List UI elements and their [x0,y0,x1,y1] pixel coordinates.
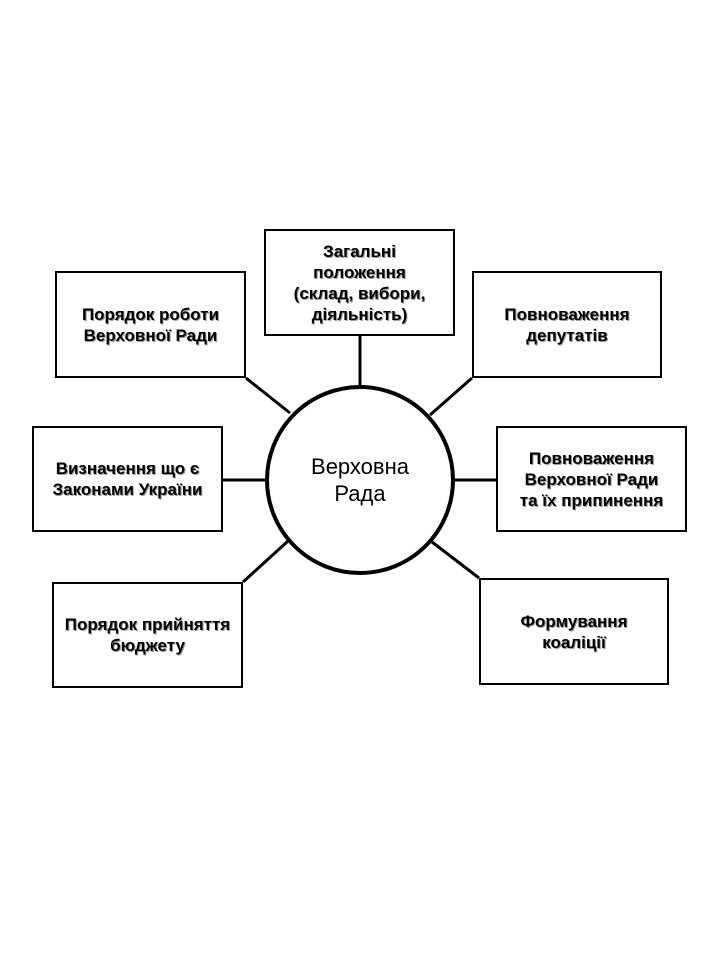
center-label: Верховна Рада [311,454,409,506]
node-rada-powers: Повноваження Верховної Ради та їх припин… [496,426,687,532]
node-coalition-formation-label: Формування коаліції [520,611,628,652]
node-laws-definition-label: Визначення що є Законами України [52,459,203,499]
node-laws-definition: Визначення що є Законами України [32,426,223,532]
connector-coalition [431,540,480,580]
node-rada-powers-label: Повноваження Верховної Ради та їх припин… [519,448,664,510]
node-deputies-powers-label: Повноваження депутатів [504,304,630,345]
center-circle: Верховна Рада [265,385,455,575]
connector-budget [241,539,290,584]
node-general-provisions-label: Загальні положення (склад, вибори, діяль… [293,241,426,324]
node-work-procedure: Порядок роботи Верховної Ради [55,271,246,378]
node-budget-procedure: Порядок прийняття бюджету [52,582,243,688]
node-work-procedure-label: Порядок роботи Верховної Ради [81,304,220,345]
node-deputies-powers: Повноваження депутатів [472,271,662,378]
node-budget-procedure-label: Порядок прийняття бюджету [64,615,231,655]
connector-work [245,376,291,415]
connector-deputies [429,376,473,417]
node-coalition-formation: Формування коаліції [479,578,669,685]
node-general-provisions: Загальні положення (склад, вибори, діяль… [264,229,455,336]
